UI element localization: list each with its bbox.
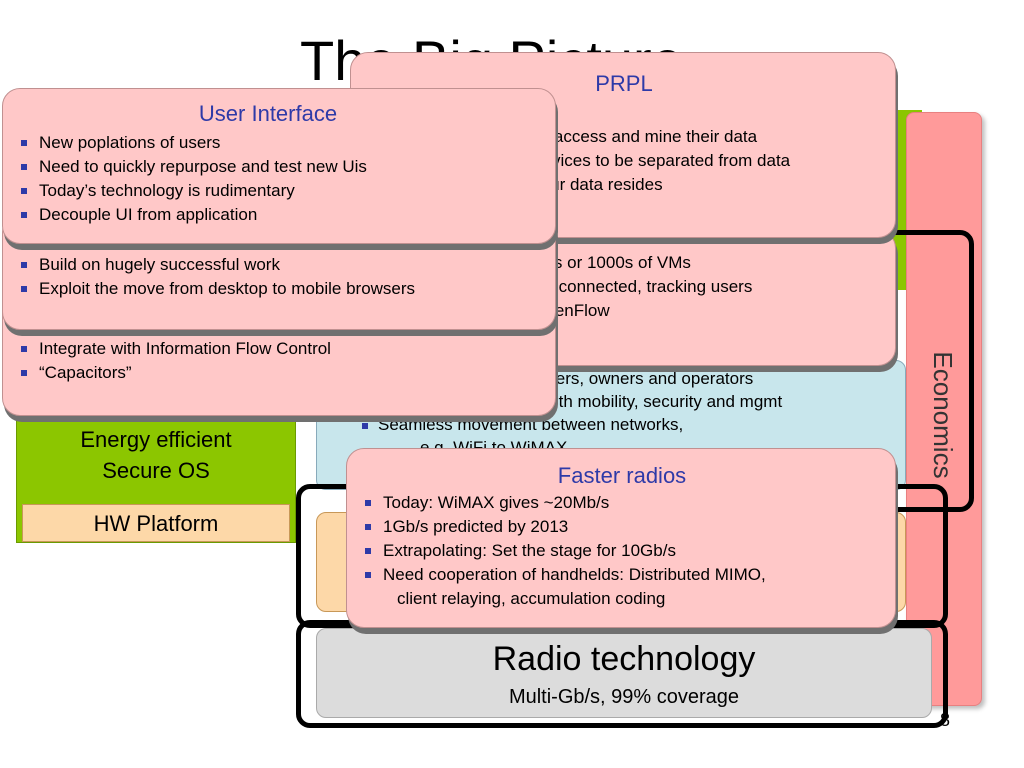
radio-technology-subtitle: Multi-Gb/s, 99% coverage: [508, 686, 740, 708]
bullet-marker: [21, 164, 27, 170]
bullet-marker: [365, 500, 371, 506]
os-bullet-2: “Capacitors”: [17, 361, 331, 385]
bullet-marker: [21, 140, 27, 146]
bullet-marker: [21, 262, 27, 268]
os-label-line2: Secure OS: [102, 458, 210, 483]
bullet-marker: [21, 346, 27, 352]
ui-bullet-3: Today’s technology is rudimentary: [17, 179, 367, 203]
ui-bullet-1: New poplations of users: [17, 131, 367, 155]
faster-radios-bullets: Today: WiMAX gives ~20Mb/s 1Gb/s predict…: [361, 491, 766, 587]
browser-bullet-1: Build on hugely successful work: [17, 253, 415, 277]
bullet-marker: [21, 212, 27, 218]
bullet-marker: [21, 286, 27, 292]
hw-platform-box: HW Platform: [22, 504, 290, 542]
bullet-marker: [21, 188, 27, 194]
user-interface-title: User Interface: [198, 101, 338, 126]
user-interface-bullets: New poplations of users Need to quickly …: [17, 131, 367, 227]
os-label-line1: Energy efficient: [80, 427, 232, 452]
user-interface-callout: User Interface New poplations of users N…: [2, 88, 556, 244]
network-bullet-text: Seamless movement between networks,: [378, 415, 684, 434]
os-label: Energy efficient Secure OS: [16, 424, 296, 486]
browser-bullet-2: Exploit the move from desktop to mobile …: [17, 277, 415, 301]
browser-bullets: Build on hugely successful work Exploit …: [17, 253, 415, 301]
radios-bullet-2: 1Gb/s predicted by 2013: [361, 515, 766, 539]
ui-bullet-2: Need to quickly repurpose and test new U…: [17, 155, 367, 179]
os-bullet-1: Integrate with Information Flow Control: [17, 337, 331, 361]
bullet-marker: [365, 572, 371, 578]
page-number: 8: [940, 710, 951, 730]
bullet-marker: [365, 524, 371, 530]
faster-radios-title: Faster radios: [557, 463, 687, 488]
radios-bullet-1: Today: WiMAX gives ~20Mb/s: [361, 491, 766, 515]
faster-radios-callout: Faster radios Today: WiMAX gives ~20Mb/s…: [346, 448, 896, 628]
radio-technology-block: [316, 628, 932, 718]
prpl-title: PRPL: [595, 71, 653, 96]
frame-radio-bottom: [296, 620, 948, 728]
network-bullet: Seamless movement between networks,: [362, 414, 683, 436]
radios-bullet-4: Need cooperation of handhelds: Distribut…: [361, 563, 766, 587]
radios-bullet-3: Extrapolating: Set the stage for 10Gb/s: [361, 539, 766, 563]
radio-technology-title: Radio technology: [492, 640, 756, 678]
os-bullets: Integrate with Information Flow Control …: [17, 337, 331, 385]
radios-bullet-4-cont: client relaying, accumulation coding: [397, 589, 666, 608]
bullet-marker: [21, 370, 27, 376]
ui-bullet-4: Decouple UI from application: [17, 203, 367, 227]
bullet-marker: [362, 422, 368, 429]
bullet-marker: [365, 548, 371, 554]
